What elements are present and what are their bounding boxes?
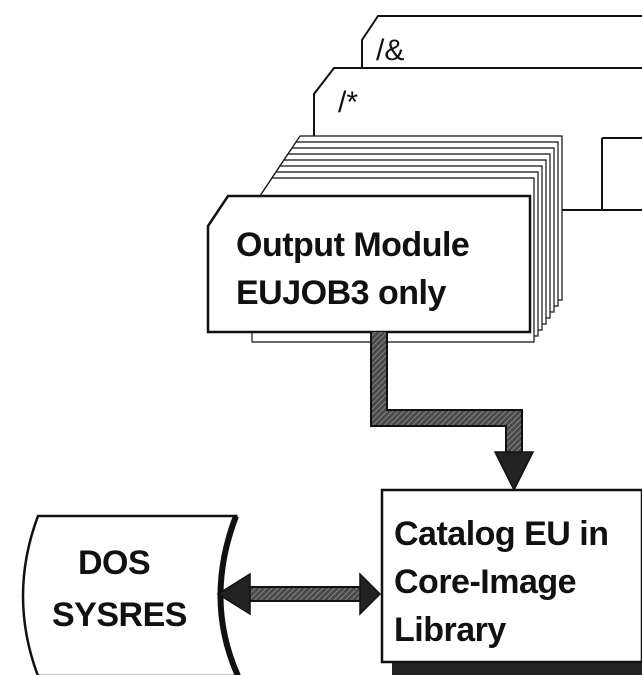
output-module-line1: Output Module (236, 226, 469, 264)
catalog-box-line2: Core-Image (394, 563, 576, 601)
catalog-box-line1: Catalog EU in (394, 515, 609, 553)
catalog-box (380, 488, 642, 675)
output-module-card (206, 194, 532, 334)
sysres-catalog-arrow (216, 572, 382, 616)
output-module-line2: EUJOB3 only (236, 274, 446, 312)
sysres-line2: SYSRES (52, 596, 187, 634)
output-to-catalog-arrow (370, 332, 535, 492)
end-of-job-card-label: /& (376, 34, 404, 67)
sysres-storage-symbol (21, 514, 241, 675)
catalog-box-line3: Library (394, 611, 506, 649)
end-of-data-card-label: /* (338, 86, 358, 119)
sysres-line1: DOS (78, 544, 150, 582)
